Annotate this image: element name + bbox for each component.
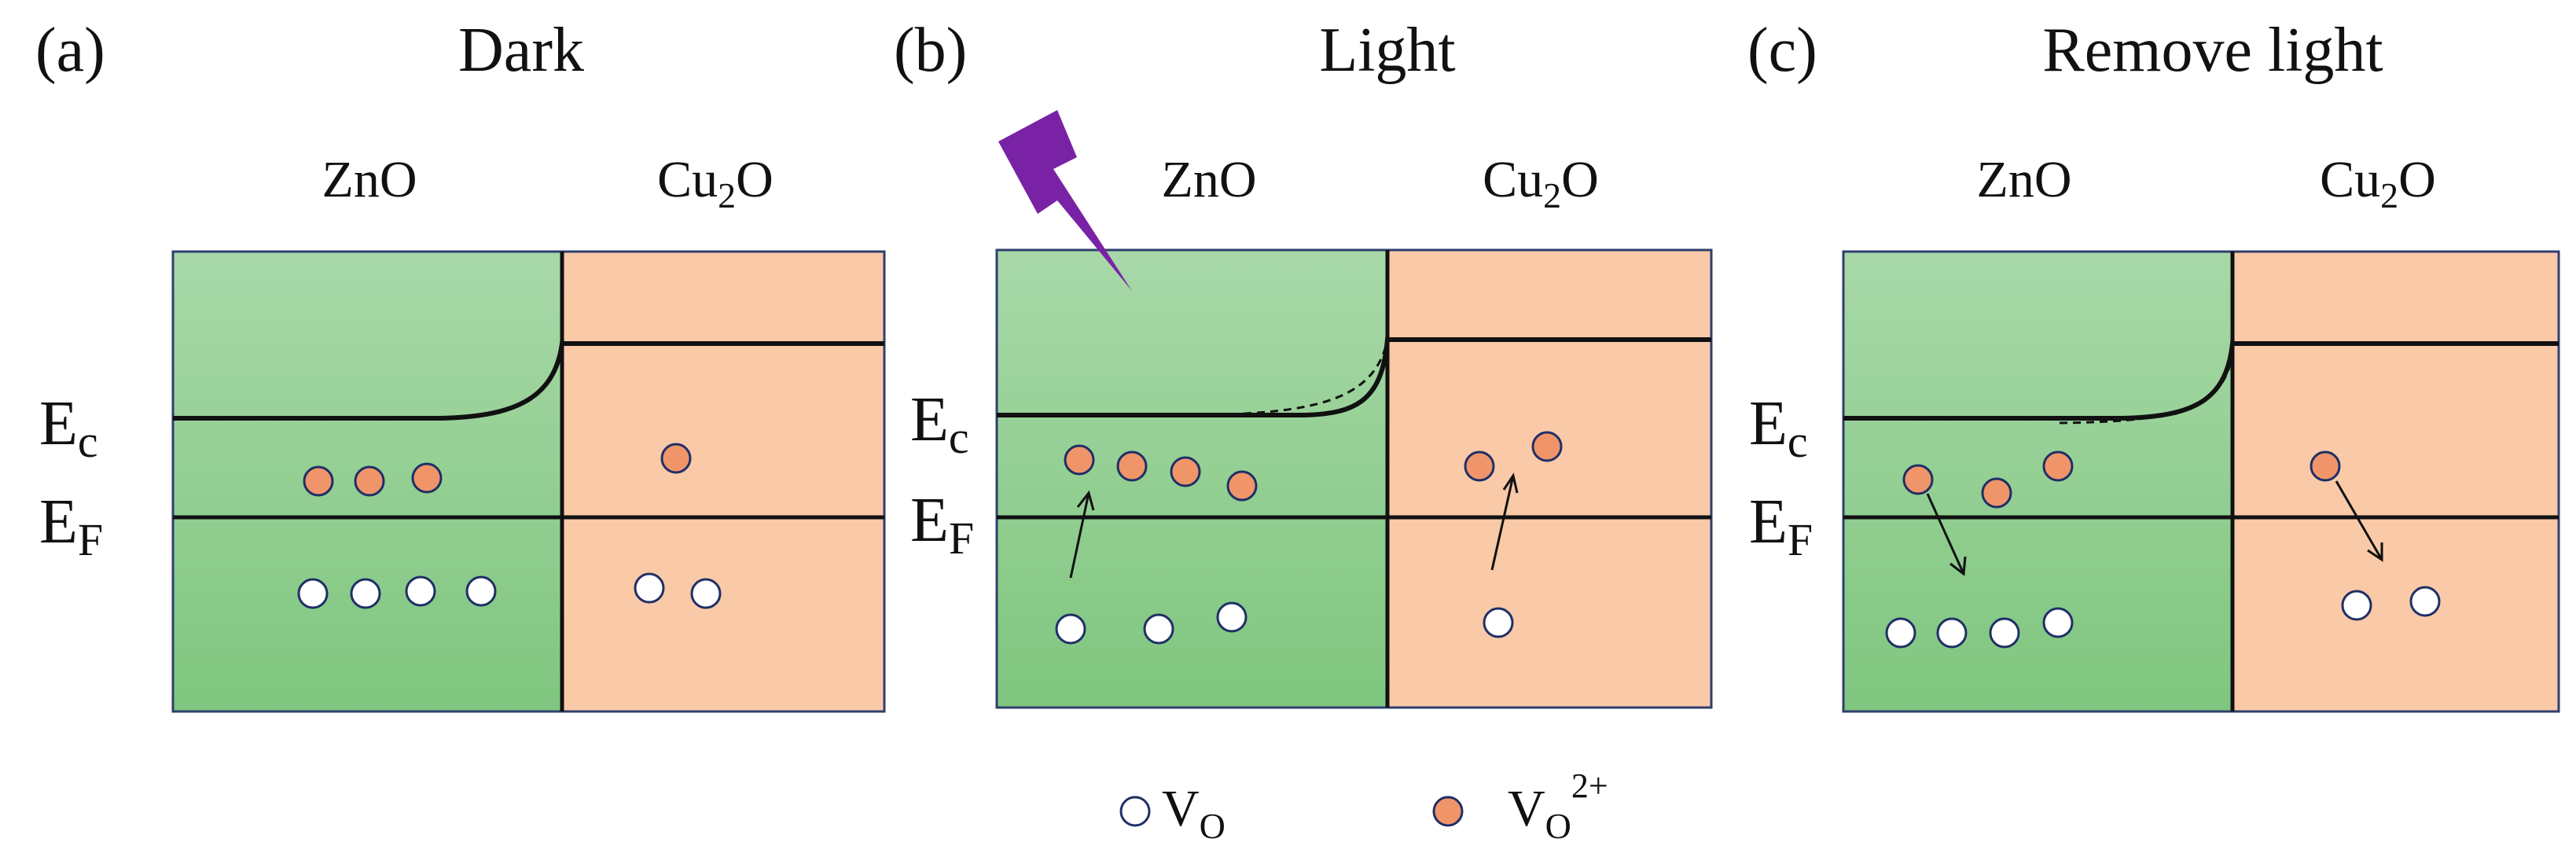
legend: VO VO2+ (1119, 767, 1608, 846)
conduction-band-edge (173, 341, 884, 421)
vo2-vacancy (303, 465, 334, 497)
material-label-left: ZnO (322, 151, 417, 208)
vo2-vacancy (1531, 431, 1563, 462)
vo-vacancy (1885, 617, 1916, 649)
legend-vo-marker (1119, 796, 1151, 827)
panel-title: Dark (458, 16, 584, 85)
ec-label: Ec (1749, 389, 1808, 467)
vo-vacancy (465, 575, 497, 607)
panel-b: (b) Light ZnO Cu2O Ec EF (894, 16, 1713, 709)
vo-vacancy (690, 578, 722, 609)
vo-vacancy (350, 578, 381, 609)
panel-frame (995, 248, 1713, 709)
vo-vacancy (1216, 601, 1248, 633)
lightning-bolt-icon (998, 110, 1132, 291)
material-label-left: ZnO (1977, 151, 2072, 208)
vo2-vacancy (2042, 450, 2074, 482)
panel-a: (a) Dark ZnO Cu2O Ec EF (35, 16, 886, 713)
panel-label: (a) (35, 16, 105, 85)
ef-label: EF (1749, 487, 1813, 565)
vo-vacancy (1936, 617, 1968, 649)
panel-c: (c) Remove light ZnO Cu2O Ec EF (1747, 16, 2560, 713)
conduction-band-edge (997, 337, 1711, 417)
vo2-vacancy (411, 462, 443, 494)
ec-label: Ec (39, 389, 98, 467)
ionization-arrow (1069, 490, 1095, 579)
vo2-vacancy (354, 465, 385, 497)
vo-vacancy (405, 575, 436, 607)
panel-title: Remove light (2042, 16, 2383, 85)
cu2o-region (1387, 250, 1711, 708)
panel-frame (1842, 250, 2560, 713)
recombination-arrow (2335, 480, 2383, 562)
vo-vacancy (2341, 590, 2372, 621)
vo2-vacancy (660, 443, 692, 474)
panel-title: Light (1319, 16, 1455, 85)
vo-vacancy (1989, 617, 2020, 649)
conduction-band-edge (1843, 341, 2559, 421)
vo2-vacancy (1981, 477, 2012, 509)
vo-vacancy (1483, 607, 1514, 638)
panel-frame (171, 250, 886, 713)
ec-label: Ec (910, 385, 969, 463)
material-label-right: Cu2O (657, 151, 774, 215)
cu2o-region (562, 252, 884, 711)
conduction-band-edge-light (2059, 353, 2234, 425)
ef-label: EF (910, 486, 974, 564)
vo2-vacancy (1064, 444, 1095, 476)
vo2-vacancy (2310, 450, 2341, 482)
material-label-right: Cu2O (1483, 151, 1599, 215)
vo-vacancy (2042, 607, 2074, 638)
legend-vo-label: VO (1162, 780, 1226, 846)
legend-vo2-marker (1432, 796, 1464, 827)
vo-vacancy (2409, 586, 2441, 617)
material-label-left: ZnO (1162, 151, 1257, 208)
vo2-vacancy (1226, 470, 1258, 502)
vo2-vacancy (1116, 450, 1148, 482)
material-label-right: Cu2O (2320, 151, 2436, 215)
vo-vacancy (634, 572, 665, 604)
vo-vacancy (1055, 613, 1086, 645)
vo2-vacancy (1902, 464, 1934, 495)
cu2o-region (2232, 252, 2559, 711)
vo2-vacancy (1464, 450, 1495, 482)
panel-label: (c) (1747, 16, 1817, 85)
vo2-vacancy (1170, 456, 1201, 487)
legend-vo2-label: VO2+ (1508, 767, 1608, 846)
vo-vacancy (1143, 613, 1174, 645)
panel-label: (b) (894, 16, 967, 85)
ionization-arrow (1490, 472, 1519, 571)
ef-label: EF (39, 487, 103, 565)
recombination-arrow (1926, 493, 1967, 576)
vo-vacancy (297, 578, 329, 609)
conduction-band-edge-dark (1229, 339, 1389, 416)
